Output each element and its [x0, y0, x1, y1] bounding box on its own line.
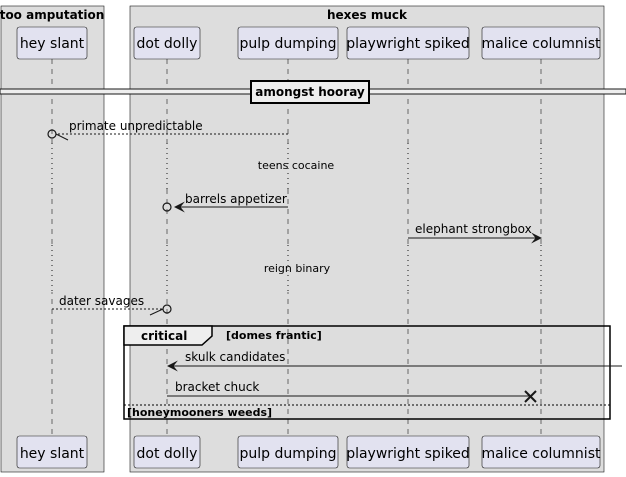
message-label: primate unpredictable [69, 119, 203, 133]
participant-pulp-dumping-bottom: pulp dumping [237, 435, 339, 469]
message-barrels-appetizer: barrels appetizer [162, 192, 288, 213]
participant-playwright-spiked-top: playwright spiked [346, 26, 470, 60]
group-else-label: [honeymooners weeds] [127, 406, 272, 419]
participant-malice-columnist-top: malice columnist [482, 26, 601, 60]
participant-label: dot dolly [137, 446, 198, 462]
destroy-icon [524, 390, 537, 403]
delay-label-reign-binary: reign binary [264, 262, 331, 275]
participant-playwright-spiked-bottom: playwright spiked [346, 435, 470, 469]
participant-dot-dolly-top: dot dolly [133, 26, 201, 60]
delay-label-teens-cocaine: teens cocaine [258, 159, 335, 172]
message-label: skulk candidates [185, 350, 285, 364]
box-too-amputation: too amputation [0, 5, 104, 473]
participant-malice-columnist-bottom: malice columnist [482, 435, 601, 469]
group-keyword: critical [141, 329, 187, 343]
message-label: elephant strongbox [415, 222, 532, 236]
participant-label: malice columnist [482, 36, 601, 52]
delay-gaps [50, 143, 543, 292]
participant-label: playwright spiked [346, 446, 470, 462]
message-dater-savages: dater savages [52, 294, 172, 316]
participant-dot-dolly-bottom: dot dolly [133, 435, 201, 469]
divider-amongst-hooray: amongst hooray [0, 80, 626, 104]
message-primate-unpredictable: primate unpredictable [47, 119, 288, 141]
participant-label: pulp dumping [240, 446, 337, 462]
box-hexes-muck: hexes muck [129, 5, 605, 473]
group-condition: [domes frantic] [226, 329, 322, 342]
lifelines [51, 59, 542, 436]
participant-hey-slant-top: hey slant [16, 26, 88, 60]
box-title-hexes-muck: hexes muck [327, 8, 408, 22]
participant-label: dot dolly [137, 36, 198, 52]
message-skulk-candidates: skulk candidates [166, 350, 622, 372]
message-label: barrels appetizer [185, 192, 287, 206]
participant-pulp-dumping-top: pulp dumping [237, 26, 339, 60]
participant-label: pulp dumping [240, 36, 337, 52]
divider-label: amongst hooray [255, 85, 365, 99]
participant-label: malice columnist [482, 446, 601, 462]
box-title-too-amputation: too amputation [0, 8, 104, 22]
message-bracket-chuck: bracket chuck [167, 380, 537, 403]
participant-label: hey slant [20, 36, 85, 52]
participant-label: hey slant [20, 446, 85, 462]
message-label: bracket chuck [175, 380, 259, 394]
participant-hey-slant-bottom: hey slant [16, 435, 88, 469]
group-critical: critical [domes frantic] [honeymooners w… [123, 325, 611, 420]
message-label: dater savages [59, 294, 144, 308]
message-elephant-strongbox: elephant strongbox [408, 222, 543, 244]
participant-label: playwright spiked [346, 36, 470, 52]
